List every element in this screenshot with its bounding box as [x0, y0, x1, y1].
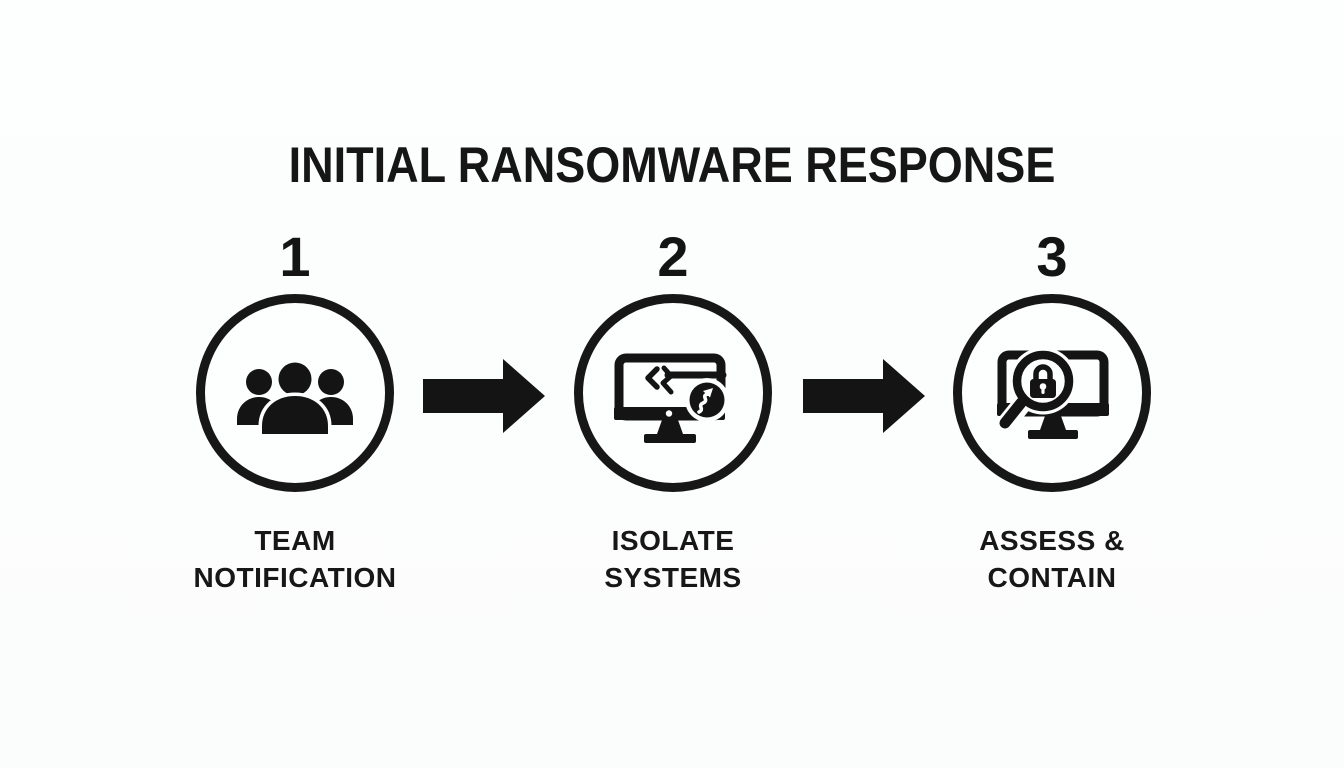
step-label-line1: ASSESS & [979, 525, 1125, 556]
page-title: INITIAL RANSOMWARE RESPONSE [0, 136, 1344, 194]
magnifier-lock-computer-icon [988, 349, 1116, 457]
isolated-computer-malware-icon [611, 351, 736, 456]
step-number: 2 [657, 225, 689, 288]
block-arrow-right-icon [423, 359, 545, 433]
step-label-line2: SYSTEMS [604, 562, 742, 593]
step-label: TEAM NOTIFICATION [193, 522, 396, 596]
block-arrow-right-icon [803, 359, 925, 433]
step-label-line2: CONTAIN [987, 562, 1117, 593]
step-number: 1 [279, 225, 311, 288]
step-circle [574, 294, 772, 492]
step-label: ASSESS & CONTAIN [979, 522, 1125, 596]
step-label-line1: TEAM [254, 525, 336, 556]
step-isolate-systems: 2 ISOLATE [523, 226, 823, 596]
page-title-text: INITIAL RANSOMWARE RESPONSE [288, 137, 1056, 193]
step-number: 3 [1036, 225, 1068, 288]
team-group-icon [234, 354, 356, 446]
step-circle [953, 294, 1151, 492]
step-label-line1: ISOLATE [611, 525, 735, 556]
step-circle [196, 294, 394, 492]
step-label-line2: NOTIFICATION [193, 562, 397, 593]
step-label: ISOLATE SYSTEMS [604, 522, 741, 596]
step-assess-contain: 3 AS [902, 226, 1202, 596]
step-team-notification: 1 TEAM NOTIFICATION [145, 226, 445, 596]
